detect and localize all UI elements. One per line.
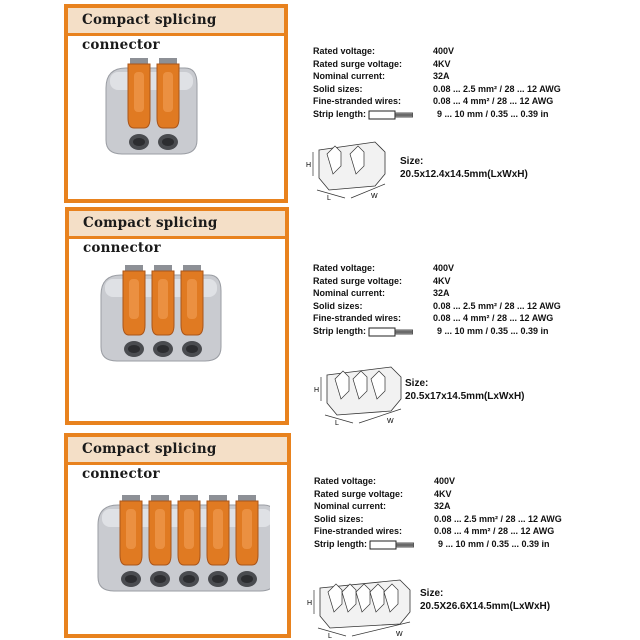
drawing-lever <box>341 583 357 613</box>
width-letter: W <box>371 193 378 200</box>
wire-entry-hole-inner <box>183 575 195 583</box>
product-section-3-pole: Compact splicing connector Rated voltage… <box>0 205 640 430</box>
spec-row-surge-voltage: Rated surge voltage:4KV <box>314 488 452 499</box>
spec-row-solid-sizes: Solid sizes:0.08 ... 2.5 mm² / 28 ... 12… <box>313 300 561 311</box>
connector-photo-3-pole <box>100 265 222 362</box>
dimension-drawing: H L W <box>306 141 386 202</box>
lever-slot <box>125 265 143 273</box>
stripped-wire-icon <box>368 110 413 120</box>
drawing-lever <box>383 583 399 613</box>
spec-row-strip-length: Strip length:9 ... 10 mm / 0.35 ... 0.39… <box>313 108 549 120</box>
lever-highlight <box>134 72 144 112</box>
lever-slot <box>154 265 172 273</box>
length-dimension-line <box>324 414 354 424</box>
spec-list: Rated voltage:400V Rated surge voltage:4… <box>313 262 633 338</box>
height-letter: H <box>306 162 311 169</box>
lever-highlight <box>187 279 197 319</box>
lever-slot <box>159 58 177 66</box>
length-letter: L <box>327 195 331 202</box>
drawing-lever <box>355 583 371 613</box>
height-letter: H <box>307 600 312 607</box>
lever-slot <box>183 265 201 273</box>
wire-entry-hole-inner <box>154 575 166 583</box>
lever-highlight <box>126 509 136 549</box>
spec-row-fine-stranded: Fine-stranded wires:0.08 ... 4 mm² / 28 … <box>313 313 554 324</box>
width-dimension-line <box>351 621 411 637</box>
spec-row-fine-stranded: Fine-stranded wires:0.08 ... 4 mm² / 28 … <box>313 96 554 107</box>
spec-row-solid-sizes: Solid sizes:0.08 ... 2.5 mm² / 28 ... 12… <box>314 513 562 524</box>
length-letter: L <box>328 633 332 640</box>
wire-entry-hole-inner <box>212 575 224 583</box>
width-dimension-line <box>350 183 386 199</box>
lever-highlight <box>184 509 194 549</box>
lever-highlight <box>213 509 223 549</box>
length-dimension-line <box>317 627 347 637</box>
product-section-2-pole: Compact splicing connector Rated voltage… <box>0 0 640 205</box>
size-spec: Size: 20.5x17x14.5mm(LxWxH) <box>405 378 525 402</box>
wire-entry-hole-inner <box>162 138 174 146</box>
stripped-wire-icon <box>369 540 414 550</box>
drawing-outline <box>318 141 386 191</box>
wire-entry-hole-inner <box>157 345 169 353</box>
width-letter: W <box>387 418 394 425</box>
drawing-lever <box>352 370 368 400</box>
spec-row-solid-sizes: Solid sizes:0.08 ... 2.5 mm² / 28 ... 12… <box>313 83 561 94</box>
spec-list: Rated voltage:400V Rated surge voltage:4… <box>313 45 633 121</box>
connector-photo-5-pole <box>97 495 270 592</box>
spec-list: Rated voltage:400V Rated surge voltage:4… <box>314 475 634 551</box>
lever-highlight <box>158 279 168 319</box>
wire-entry-hole-inner <box>125 575 137 583</box>
dimension-drawing: H L W <box>307 579 411 640</box>
spec-row-nominal-current: Nominal current:32A <box>313 288 450 299</box>
wire-entry-hole-inner <box>128 345 140 353</box>
spec-row-rated-voltage: Rated voltage:400V <box>313 46 455 56</box>
width-dimension-line <box>358 408 402 424</box>
spec-row-nominal-current: Nominal current:32A <box>314 501 451 512</box>
drawing-lever <box>326 145 342 175</box>
height-letter: H <box>314 387 319 394</box>
spec-row-strip-length: Strip length:9 ... 10 mm / 0.35 ... 0.39… <box>314 538 550 550</box>
stripped-wire-icon <box>368 327 413 337</box>
lever-highlight <box>242 509 252 549</box>
drawing-lever <box>370 370 386 400</box>
lever-slot <box>130 58 148 66</box>
lever-highlight <box>129 279 139 319</box>
product-photo-panel: Compact splicing connector <box>64 433 291 638</box>
connector-photo-2-pole <box>105 58 198 155</box>
length-dimension-line <box>316 189 346 199</box>
lever-slot <box>180 495 198 503</box>
lever-slot <box>151 495 169 503</box>
panel-title: Compact splicing connector <box>68 8 284 53</box>
lever-highlight <box>163 72 173 112</box>
product-photo-panel: Compact splicing connector <box>65 207 289 425</box>
drawing-lever <box>334 370 350 400</box>
drawing-lever <box>349 145 365 175</box>
size-spec: Size: 20.5X26.6X14.5mm(LxWxH) <box>420 588 551 612</box>
spec-row-rated-voltage: Rated voltage:400V <box>313 263 455 273</box>
lever-slot <box>122 495 140 503</box>
width-letter: W <box>396 631 403 638</box>
spec-row-strip-length: Strip length:9 ... 10 mm / 0.35 ... 0.39… <box>313 325 549 337</box>
lever-slot <box>238 495 256 503</box>
drawing-lever <box>369 583 385 613</box>
wire-entry-hole-inner <box>186 345 198 353</box>
dimension-drawing: H L W <box>314 366 402 427</box>
length-letter: L <box>335 420 339 427</box>
spec-row-surge-voltage: Rated surge voltage:4KV <box>313 58 451 69</box>
size-spec: Size: 20.5x12.4x14.5mm(LxWxH) <box>400 156 528 180</box>
spec-row-nominal-current: Nominal current:32A <box>313 71 450 82</box>
lever-highlight <box>155 509 165 549</box>
housing-top-highlight <box>110 72 193 90</box>
spec-row-surge-voltage: Rated surge voltage:4KV <box>313 275 451 286</box>
product-photo-panel: Compact splicing connector <box>64 4 288 203</box>
wire-entry-hole-inner <box>133 138 145 146</box>
panel-title: Compact splicing connector <box>68 437 287 482</box>
lever-slot <box>209 495 227 503</box>
panel-title: Compact splicing connector <box>69 211 285 256</box>
wire-entry-hole-inner <box>241 575 253 583</box>
product-section-5-pole: Compact splicing connector Rated voltage… <box>0 430 640 640</box>
spec-row-rated-voltage: Rated voltage:400V <box>314 476 456 486</box>
spec-row-fine-stranded: Fine-stranded wires:0.08 ... 4 mm² / 28 … <box>314 526 555 537</box>
drawing-lever <box>327 583 343 613</box>
